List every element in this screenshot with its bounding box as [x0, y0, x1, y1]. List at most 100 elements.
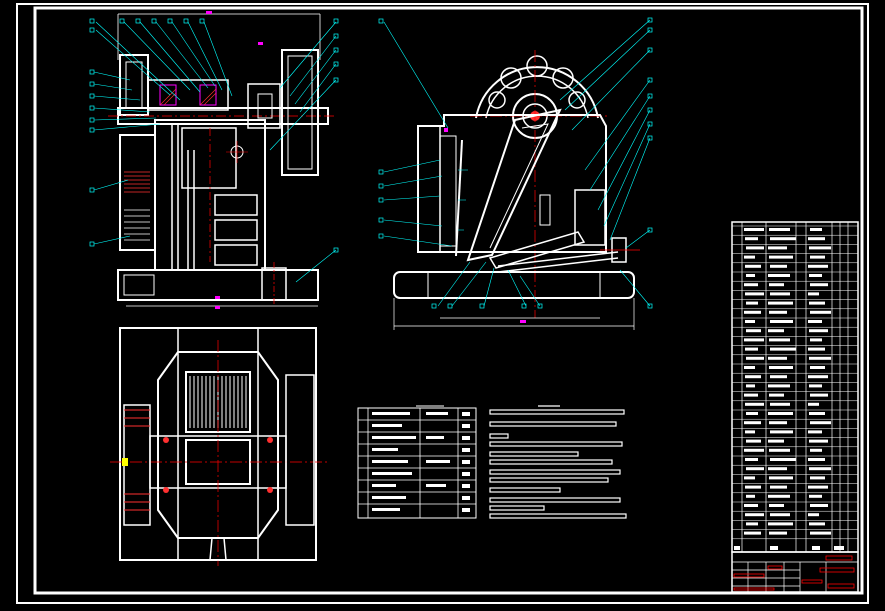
parts-list-text-mark — [810, 338, 822, 342]
parts-list-text-mark — [770, 347, 796, 351]
flywheel-right — [281, 49, 319, 176]
parts-list-text-mark — [744, 255, 755, 259]
parts-list-text-mark — [810, 283, 828, 287]
parts-list-text-mark — [745, 513, 764, 517]
swing-jaw — [466, 108, 562, 262]
parts-list-text-mark — [745, 458, 758, 461]
parts-list-text-mark — [810, 255, 825, 259]
inner-frame — [33, 6, 864, 595]
parts-list-text-mark — [744, 366, 755, 369]
parts-list — [731, 221, 859, 553]
parts-list-text-mark — [810, 504, 828, 507]
parts-list-text-mark — [745, 402, 764, 406]
parts-list-text-mark — [745, 264, 761, 268]
parts-list-text-mark — [769, 283, 784, 287]
plan-view — [110, 327, 330, 566]
parts-list-text-mark — [810, 310, 831, 314]
parts-list-text-mark — [768, 412, 793, 415]
parts-list-text-mark — [808, 430, 822, 434]
parts-list-text-mark — [746, 329, 761, 333]
parts-list-text-mark — [809, 467, 831, 471]
parts-list-text-mark — [808, 347, 825, 351]
parts-list-text-mark — [744, 338, 764, 342]
parts-list-text-mark — [769, 228, 790, 231]
parts-list-text-mark — [746, 467, 764, 471]
title-block — [731, 546, 859, 593]
parts-list-text-mark — [744, 504, 758, 507]
parts-list-text-mark — [769, 448, 790, 452]
parts-list-text-mark — [768, 246, 787, 250]
toggle-plate — [488, 231, 586, 269]
parts-list-text-mark — [769, 531, 787, 535]
parts-list-text-mark — [808, 402, 819, 406]
parts-list-text-mark — [810, 366, 825, 369]
parts-list-text-mark — [770, 513, 790, 517]
parts-list-text-mark — [768, 356, 787, 360]
parts-list-text-mark — [744, 421, 761, 425]
parts-list-text-mark — [770, 402, 790, 406]
parts-list-text-mark — [745, 430, 755, 434]
parts-list-text-mark — [808, 485, 828, 489]
leader-lines — [93, 21, 337, 283]
crusher-base — [393, 271, 635, 299]
parts-list-text-mark — [808, 320, 822, 323]
parts-list-text-mark — [768, 467, 787, 471]
parts-list-text-mark — [745, 237, 758, 241]
parts-list-text-mark — [810, 476, 825, 480]
parts-list-text-mark — [770, 430, 793, 434]
parts-list-text-mark — [746, 274, 755, 277]
parts-list-text-mark — [746, 522, 758, 526]
parts-list-text-mark — [810, 393, 828, 397]
parts-list-text-mark — [768, 301, 793, 305]
parts-list-text-mark — [810, 531, 831, 535]
parts-list-text-mark — [744, 448, 764, 452]
parts-list-text-mark — [746, 412, 758, 415]
parts-list-text-mark — [809, 356, 831, 360]
parts-list-text-mark — [810, 448, 822, 452]
parts-list-text-mark — [770, 320, 793, 323]
parts-list-text-mark — [746, 356, 764, 360]
front-view — [378, 17, 653, 330]
parts-list-text-mark — [808, 292, 819, 296]
parts-list-text-mark — [745, 485, 761, 489]
parts-list-text-mark — [744, 228, 764, 231]
technical-parameters-table — [357, 405, 477, 519]
parts-list-text-mark — [768, 439, 784, 443]
parts-list-text-mark — [768, 329, 784, 333]
parts-list-text-mark — [809, 274, 822, 277]
parts-list-text-mark — [770, 375, 787, 379]
parts-list-text-mark — [744, 310, 761, 314]
parts-list-text-mark — [769, 393, 784, 397]
side-section-view — [89, 11, 339, 309]
parts-list-text-mark — [769, 504, 784, 507]
parts-list-text-mark — [746, 246, 764, 250]
parts-list-text-mark — [769, 421, 787, 425]
parts-list-text-mark — [809, 384, 822, 388]
parts-list-text-mark — [770, 237, 796, 241]
parts-list-text-mark — [808, 237, 825, 241]
parts-list-text-mark — [769, 255, 793, 259]
parts-list-text-mark — [769, 366, 793, 369]
parts-list-text-mark — [809, 246, 831, 250]
parts-list-text-mark — [768, 274, 790, 277]
parts-list-text-mark — [809, 301, 825, 305]
base-plate — [117, 269, 319, 301]
parts-list-text-mark — [746, 494, 755, 498]
parts-list-text-mark — [745, 320, 755, 323]
parts-list-text-mark — [746, 384, 755, 388]
parts-list-text-mark — [808, 458, 825, 461]
parts-list-text-mark — [770, 292, 790, 296]
parts-list-text-mark — [744, 531, 761, 535]
parts-list-text-mark — [809, 412, 825, 415]
parts-list-text-mark — [808, 513, 819, 517]
parts-list-text-mark — [746, 439, 761, 443]
parts-list-text-mark — [770, 458, 796, 461]
parts-list-text-mark — [746, 301, 758, 305]
parts-list-text-mark — [768, 384, 790, 388]
parts-list-text-mark — [769, 476, 793, 480]
parts-list-text-mark — [744, 393, 758, 397]
parts-list-text-mark — [809, 439, 828, 443]
parts-list-text-mark — [809, 494, 822, 498]
